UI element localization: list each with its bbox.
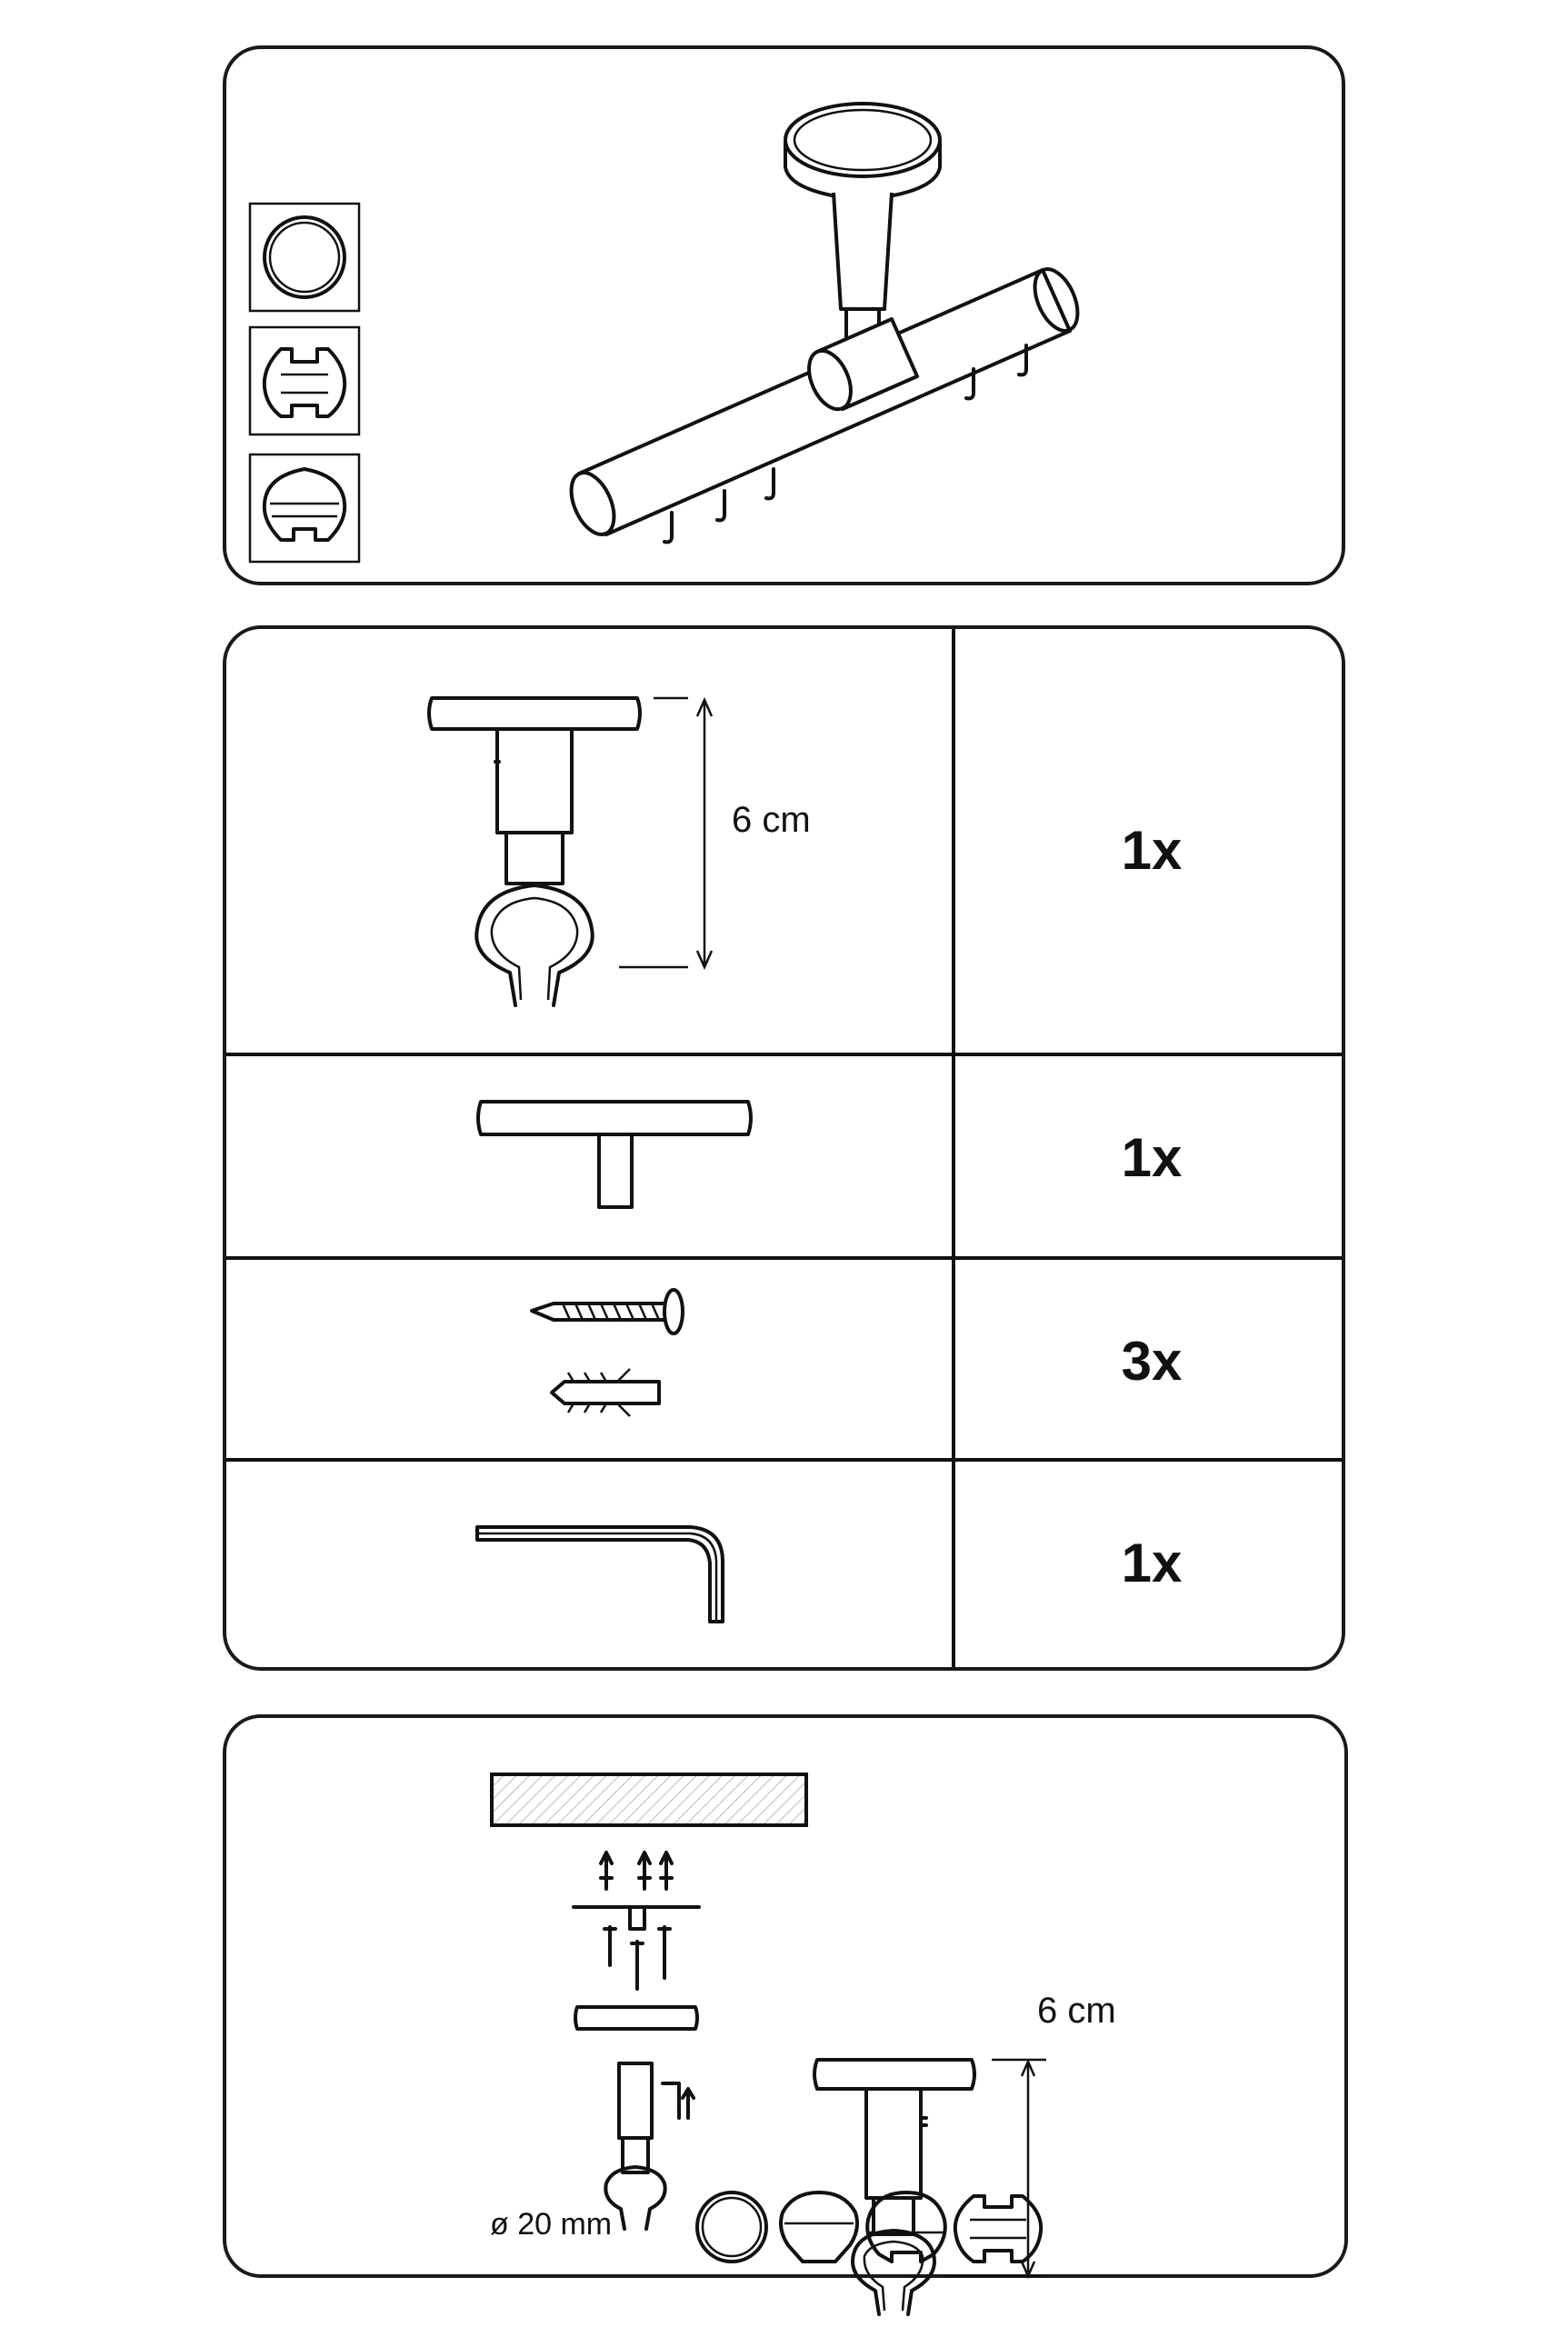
allen-key-rotate-icon <box>661 2082 695 2120</box>
bracket-assembled <box>813 2058 976 2316</box>
ceiling-disc <box>784 102 942 202</box>
installation-drawing <box>490 1773 1046 2316</box>
installation-panel: 6 cm ø 20 mm <box>223 1714 1348 2316</box>
installation-height-dimension <box>944 2058 1046 2280</box>
round-rod-profile-icon <box>695 2191 768 2263</box>
bracket-exploded <box>604 2062 667 2231</box>
installation-height-label: 6 cm <box>1037 1991 1116 2031</box>
dowel-set <box>599 1851 674 1891</box>
ceiling-plate-quantity: 1x <box>1121 1127 1183 1188</box>
d-profile-rod-icon <box>248 453 361 564</box>
bracket-ring <box>807 317 919 412</box>
bracket-drawing <box>427 696 642 1007</box>
rod-diameter-label: ø 20 mm <box>490 2207 613 2242</box>
bracket-quantity: 1x <box>1121 820 1183 881</box>
bracket-stem <box>832 192 894 311</box>
track-rod-profile-icon <box>953 2194 1044 2263</box>
ceiling-plate <box>574 2005 699 2031</box>
height-dimension <box>619 696 714 971</box>
screw-dowel-quantity: 3x <box>1121 1331 1183 1392</box>
rod-profile-row <box>695 2191 1044 2263</box>
d-profile-rod-icon <box>865 2191 947 2263</box>
parts-list-panel: 6 cm 1x 1x 3x 1x <box>223 625 1345 1671</box>
allen-key-drawing <box>475 1525 724 1623</box>
glider-hooks <box>663 344 1028 544</box>
dowel-drawing <box>550 1368 661 1417</box>
track-rod-profile-icon <box>248 325 361 436</box>
overview-panel <box>223 45 1345 585</box>
allen-key-quantity: 1x <box>1121 1533 1183 1593</box>
round-rod-profile-icon <box>248 202 361 313</box>
screw-drawing <box>530 1288 684 1335</box>
ceiling-plate-drawing <box>476 1100 753 1209</box>
bracket-height-label: 6 cm <box>732 800 811 840</box>
screw-set <box>603 1925 672 1991</box>
overview-drawing <box>248 102 1080 564</box>
half-round-profile-icon <box>779 2191 859 2263</box>
parts-table-grid <box>226 629 1342 1667</box>
ceiling-surface <box>490 1773 808 1827</box>
